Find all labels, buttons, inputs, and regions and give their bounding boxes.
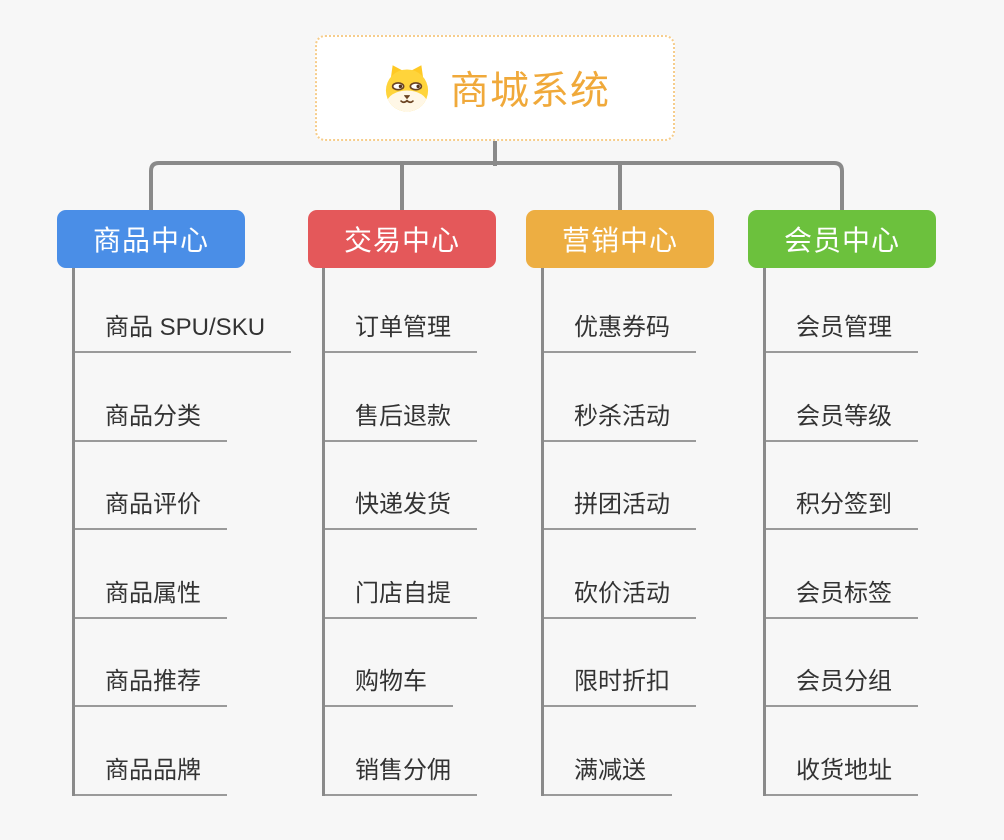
branch-children-products: 商品 SPU/SKU 商品分类 商品评价 商品属性 商品推荐 商品品牌 [72,268,292,796]
leaf-node[interactable]: 满减送 [544,707,672,796]
leaf-node[interactable]: 售后退款 [325,353,477,442]
leaf-node[interactable]: 购物车 [325,619,453,707]
dog-face-icon [380,61,434,115]
leaf-node[interactable]: 积分签到 [766,442,918,530]
leaf-node[interactable]: 商品品牌 [75,707,227,796]
root-title: 商城系统 [449,70,610,113]
leaf-node[interactable]: 砍价活动 [544,530,696,619]
leaf-node[interactable]: 会员等级 [766,353,918,442]
leaf-node[interactable]: 秒杀活动 [544,353,696,442]
leaf-node[interactable]: 商品 SPU/SKU [75,268,292,353]
leaf-node[interactable]: 会员分组 [766,619,918,707]
leaf-node[interactable]: 商品评价 [75,442,227,530]
branch-header-marketing[interactable]: 营销中心 [526,210,714,268]
leaf-node[interactable]: 快递发货 [325,442,477,530]
root-node[interactable]: 商城系统 [315,35,675,141]
branch-header-products[interactable]: 商品中心 [57,210,245,268]
leaf-node[interactable]: 拼团活动 [544,442,696,530]
branch-header-members[interactable]: 会员中心 [748,210,936,268]
leaf-node[interactable]: 会员标签 [766,530,918,619]
leaf-node[interactable]: 限时折扣 [544,619,696,707]
leaf-node[interactable]: 商品推荐 [75,619,227,707]
branch-children-members: 会员管理 会员等级 积分签到 会员标签 会员分组 收货地址 [763,268,918,796]
branch-header-trade[interactable]: 交易中心 [308,210,496,268]
leaf-node[interactable]: 订单管理 [325,268,477,353]
leaf-node[interactable]: 优惠券码 [544,268,696,353]
branch-children-marketing: 优惠券码 秒杀活动 拼团活动 砍价活动 限时折扣 满减送 [541,268,696,796]
leaf-node[interactable]: 商品属性 [75,530,227,619]
leaf-node[interactable]: 门店自提 [325,530,477,619]
leaf-node[interactable]: 销售分佣 [325,707,477,796]
leaf-node[interactable]: 会员管理 [766,268,918,353]
branch-children-trade: 订单管理 售后退款 快递发货 门店自提 购物车 销售分佣 [322,268,477,796]
leaf-node[interactable]: 收货地址 [766,707,918,796]
leaf-node[interactable]: 商品分类 [75,353,227,442]
